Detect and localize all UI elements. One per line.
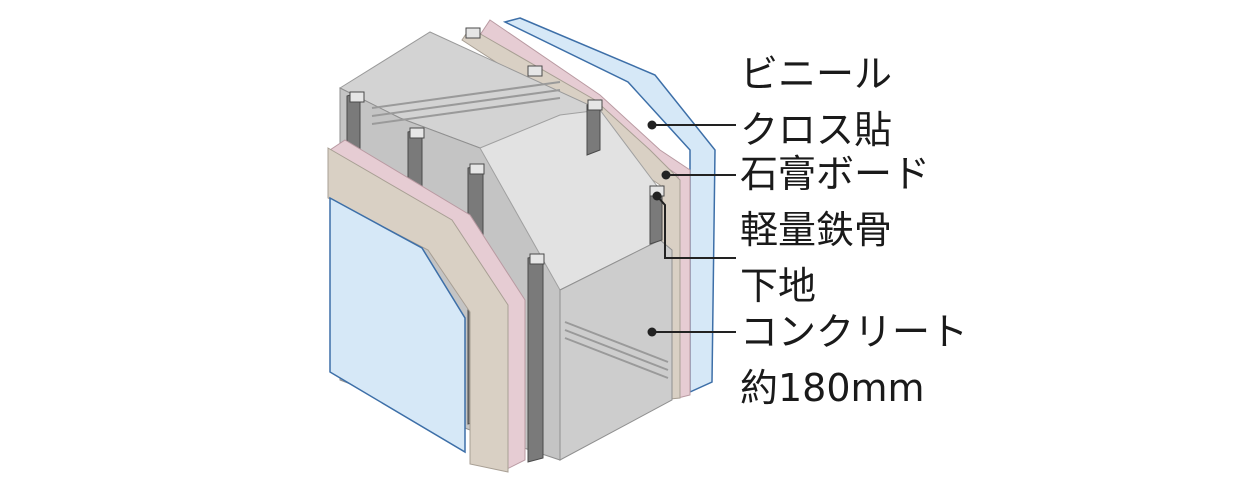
label-light-steel-frame-line2: 下地 (740, 264, 817, 308)
label-concrete-line2: 約180mm (740, 366, 925, 410)
label-vinyl-cloth: ビニール クロス貼 (740, 46, 892, 158)
label-light-steel-frame: 軽量鉄骨 下地 (740, 202, 892, 314)
label-concrete-line1: コンクリート (740, 310, 969, 354)
label-gypsum-board: 石膏ボード (740, 146, 930, 202)
rebar-lines (371, 81, 669, 379)
leader-dots (647, 120, 671, 337)
label-vinyl-cloth-line1: ビニール (740, 52, 893, 96)
label-light-steel-frame-line1: 軽量鉄骨 (740, 208, 893, 252)
label-vinyl-cloth-line2: クロス貼 (740, 108, 893, 152)
label-gypsum-board-line1: 石膏ボード (740, 152, 931, 196)
leader-lines (652, 124, 736, 333)
vinyl-cloth-left-sheet (329, 196, 466, 454)
label-concrete: コンクリート 約180mm (740, 304, 968, 416)
